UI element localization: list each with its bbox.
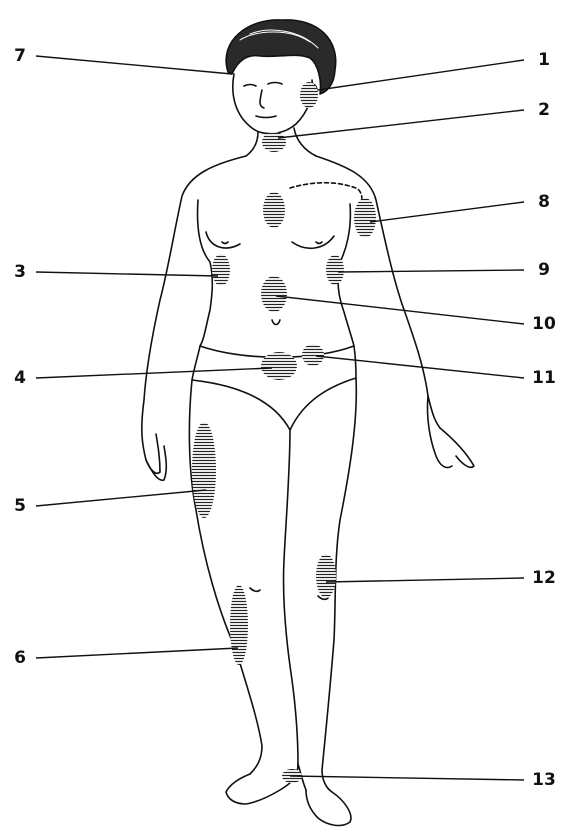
region-sternum	[263, 192, 285, 228]
region-9-right-side	[326, 255, 344, 285]
region-6-left-shin	[230, 585, 248, 665]
region-11-groin	[302, 344, 324, 366]
right-hand	[427, 396, 474, 468]
leader-line-9	[338, 270, 524, 272]
callout-12: 12	[524, 568, 564, 588]
leader-line-2	[278, 110, 524, 138]
callout-1: 1	[524, 50, 564, 70]
leader-line-4	[36, 368, 272, 378]
region-3-left-side	[212, 254, 230, 286]
leader-line-8	[370, 202, 524, 222]
callout-7: 7	[0, 46, 40, 66]
torso-left	[198, 200, 213, 346]
region-8-right-axilla	[354, 198, 376, 238]
callout-6: 6	[0, 648, 40, 668]
right-foot	[306, 790, 351, 825]
region-1-parotid	[300, 82, 318, 108]
region-4-pubic	[261, 352, 297, 380]
callout-4: 4	[0, 368, 40, 388]
leader-line-12	[326, 578, 524, 582]
callout-8: 8	[524, 192, 564, 212]
callout-10: 10	[524, 314, 564, 334]
region-12-right-knee	[316, 554, 336, 598]
leader-line-13	[290, 776, 524, 780]
callout-9: 9	[524, 260, 564, 280]
left-arm	[142, 156, 246, 473]
region-5-left-thigh	[192, 422, 216, 518]
callout-2: 2	[524, 100, 564, 120]
region-10-epigastric	[261, 276, 287, 312]
callout-5: 5	[0, 496, 40, 516]
callout-11: 11	[524, 368, 564, 388]
leader-line-6	[36, 648, 238, 658]
leader-line-1	[318, 60, 524, 90]
neck	[246, 132, 258, 156]
leader-line-5	[36, 490, 206, 506]
region-2-thyroid	[262, 132, 286, 152]
callout-3: 3	[0, 262, 40, 282]
callout-13: 13	[524, 770, 564, 790]
leader-line-3	[36, 272, 218, 276]
leader-line-7	[36, 56, 232, 74]
